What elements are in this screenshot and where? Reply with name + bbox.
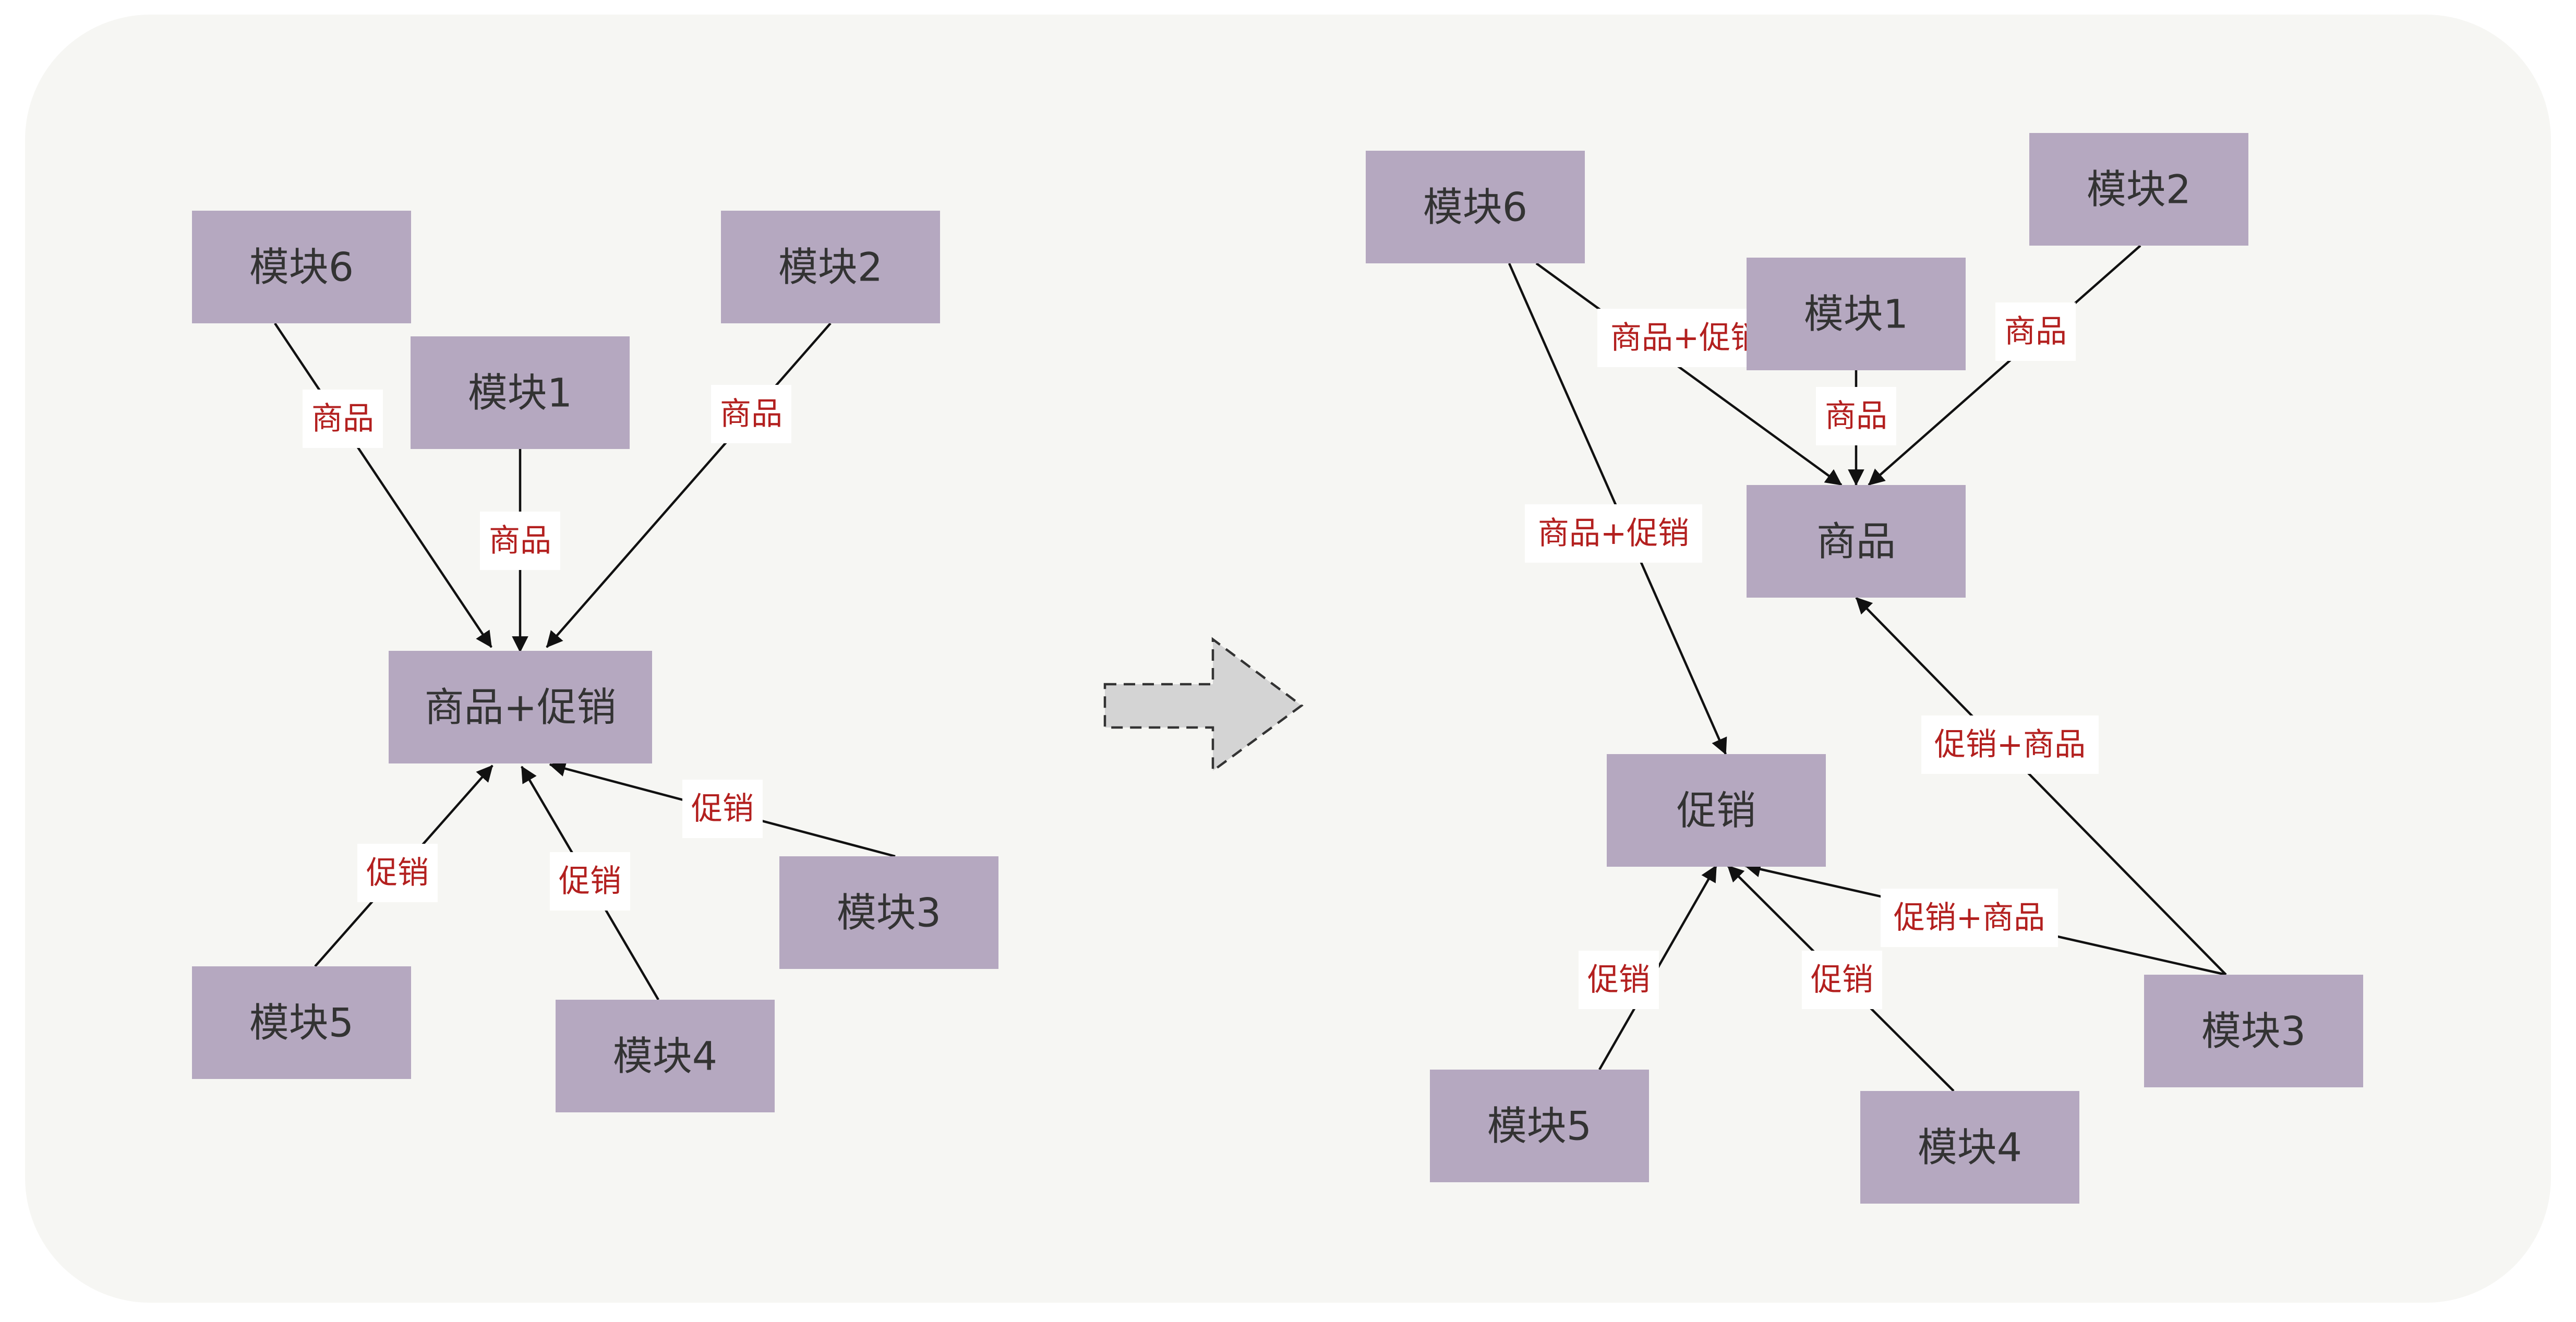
node-m5: 模块5 xyxy=(192,966,411,1079)
edge-label-background xyxy=(1579,951,1659,1009)
edge-label: 商品+促销 xyxy=(1538,515,1689,552)
node-box xyxy=(1607,754,1826,867)
node-m4: 模块4 xyxy=(556,1000,775,1112)
edge-label: 商品 xyxy=(2004,313,2067,350)
edge-label: 促销 xyxy=(559,863,621,900)
edge-label: 商品+促销 xyxy=(1610,320,1762,356)
node-label: 模块1 xyxy=(468,370,572,416)
edge-label: 促销+商品 xyxy=(1934,726,2086,763)
edge-label-background xyxy=(1525,504,1702,563)
edge-label: 商品 xyxy=(1825,398,1887,434)
node-box xyxy=(1747,485,1966,598)
edge-m4-to-core: 促销 xyxy=(521,766,659,1001)
node-box xyxy=(192,966,411,1079)
node-label: 模块2 xyxy=(778,244,883,290)
edge-m6-to-core: 商品 xyxy=(274,322,492,648)
node-label: 模块4 xyxy=(613,1033,717,1080)
node-box xyxy=(556,1000,775,1112)
edge-label: 促销 xyxy=(366,855,429,891)
edge-m5-to-core: 促销 xyxy=(314,765,493,967)
node-label: 模块4 xyxy=(1918,1124,2022,1171)
node-box xyxy=(2144,975,2363,1087)
edge-line xyxy=(1855,597,2227,976)
node-promo: 促销 xyxy=(1607,754,1826,867)
node-box xyxy=(389,651,652,763)
node-box xyxy=(1430,1070,1649,1182)
edge-label-background xyxy=(711,385,791,443)
node-label: 模块3 xyxy=(2201,1008,2306,1054)
node-m4: 模块4 xyxy=(1860,1091,2079,1204)
edge-label-background xyxy=(682,780,763,838)
node-box xyxy=(721,211,940,323)
edge-label-background xyxy=(1597,309,1775,367)
node-label: 模块5 xyxy=(1487,1103,1592,1149)
edge-label-background xyxy=(1921,715,2099,774)
node-label: 促销 xyxy=(1677,787,1756,834)
edge-m6-to-promo: 商品+促销 xyxy=(1508,263,1727,755)
edge-m1-to-goods: 商品 xyxy=(1816,370,1896,486)
node-core: 商品+促销 xyxy=(389,651,652,763)
edge-label-background xyxy=(1881,889,2058,947)
node-label: 商品 xyxy=(1816,518,1896,565)
edge-m5-to-promo: 促销 xyxy=(1579,865,1717,1071)
node-m6: 模块6 xyxy=(192,211,411,323)
edge-label-background xyxy=(1802,951,1882,1009)
edge-line xyxy=(546,322,832,648)
node-m3: 模块3 xyxy=(2144,975,2363,1087)
node-goods: 商品 xyxy=(1747,485,1966,598)
node-box xyxy=(1366,151,1585,263)
node-label: 模块3 xyxy=(837,890,941,936)
node-m2: 模块2 xyxy=(2029,133,2248,246)
edge-label-background xyxy=(303,390,383,448)
edge-m3-to-promo: 促销+商品 xyxy=(1744,861,2226,976)
edge-label-background xyxy=(1816,387,1896,445)
node-m1: 模块1 xyxy=(411,336,630,449)
node-box xyxy=(192,211,411,323)
node-label: 模块2 xyxy=(2087,166,2191,213)
edge-m3-to-goods: 促销+商品 xyxy=(1855,597,2227,976)
edge-label: 促销 xyxy=(1587,962,1650,998)
edge-m3-to-core: 促销 xyxy=(549,760,896,858)
edge-line xyxy=(1535,262,1843,486)
edge-label: 商品 xyxy=(489,523,551,559)
node-label: 模块6 xyxy=(249,244,354,290)
edge-line xyxy=(274,322,492,648)
node-box xyxy=(1860,1091,2079,1204)
edge-label-background xyxy=(480,512,560,570)
edge-m1-to-core: 商品 xyxy=(480,449,560,653)
edge-label-background xyxy=(1995,302,2076,361)
node-box xyxy=(779,856,998,969)
node-box xyxy=(411,336,630,449)
node-m5: 模块5 xyxy=(1430,1070,1649,1182)
edge-line xyxy=(1868,245,2141,486)
node-m1: 模块1 xyxy=(1747,258,1966,370)
node-m2: 模块2 xyxy=(721,211,940,323)
edge-m2-to-goods: 商品 xyxy=(1868,245,2141,486)
edge-label: 促销 xyxy=(691,791,754,827)
node-box xyxy=(2029,133,2248,246)
right-diagram-edges: 商品+促销商品商品商品+促销促销+商品促销+商品促销促销 xyxy=(1508,245,2227,1092)
transition-arrow-icon xyxy=(1103,637,1304,773)
node-m6: 模块6 xyxy=(1366,151,1585,263)
left-diagram-edges: 商品商品商品促销促销促销 xyxy=(274,322,896,1001)
edge-label-background xyxy=(550,852,630,911)
edge-label: 商品 xyxy=(311,401,374,437)
node-label: 模块5 xyxy=(249,1000,354,1046)
edge-m2-to-core: 商品 xyxy=(546,322,832,648)
edge-label-background xyxy=(357,844,438,902)
edge-label: 促销 xyxy=(1811,962,1873,998)
node-box xyxy=(1747,258,1966,370)
edge-m6-to-goods: 商品+促销 xyxy=(1535,262,1843,486)
edge-label: 商品 xyxy=(720,396,783,432)
edge-m4-to-promo: 促销 xyxy=(1727,865,1955,1092)
node-m3: 模块3 xyxy=(779,856,998,969)
node-label: 模块1 xyxy=(1804,291,1908,337)
node-label: 商品+促销 xyxy=(425,684,617,731)
node-label: 模块6 xyxy=(1423,184,1527,231)
edge-label: 促销+商品 xyxy=(1894,900,2045,936)
